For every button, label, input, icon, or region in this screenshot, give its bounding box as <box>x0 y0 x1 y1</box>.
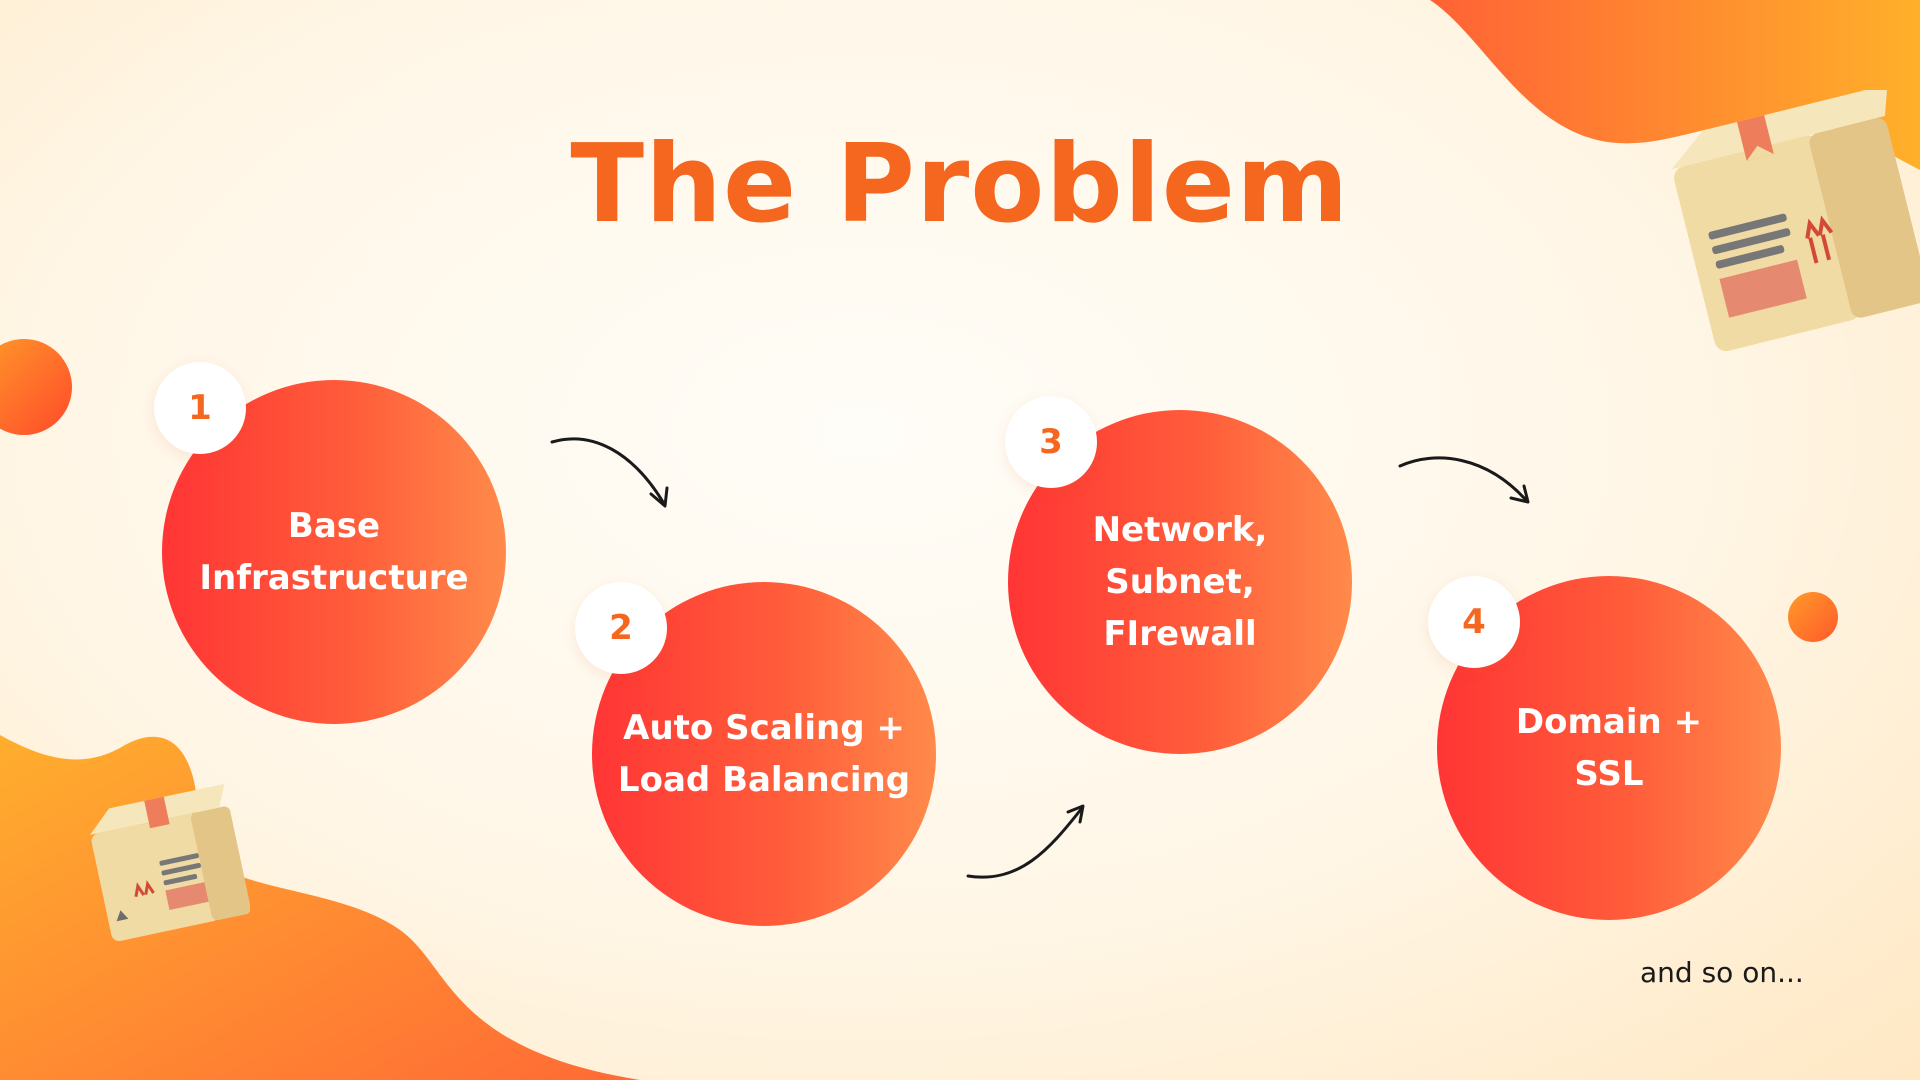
step-label-1: Base Infrastructure <box>199 506 469 598</box>
step-badge-2: 2 <box>575 582 667 674</box>
footnote-text: and so on... <box>1640 956 1804 989</box>
arrow-icon <box>1398 456 1530 504</box>
package-box-icon <box>90 783 250 942</box>
page-title: The Problem <box>570 122 1350 247</box>
step-label-3: Network, Subnet, FIrewall <box>1092 510 1268 654</box>
step-label-4: Domain + SSL <box>1515 702 1703 794</box>
step-badge-3: 3 <box>1005 396 1097 488</box>
package-box-icon <box>1671 90 1920 352</box>
arrow-icon <box>966 804 1085 879</box>
arrow-icon <box>550 437 669 508</box>
step-badge-1: 1 <box>154 362 246 454</box>
blob-top-right <box>1430 0 1920 170</box>
decor-dot-right <box>1788 592 1838 642</box>
step-label-2: Auto Scaling + Load Balancing <box>617 708 911 800</box>
step-circle-3: Network, Subnet, FIrewall <box>1008 410 1352 754</box>
step-badge-4: 4 <box>1428 576 1520 668</box>
